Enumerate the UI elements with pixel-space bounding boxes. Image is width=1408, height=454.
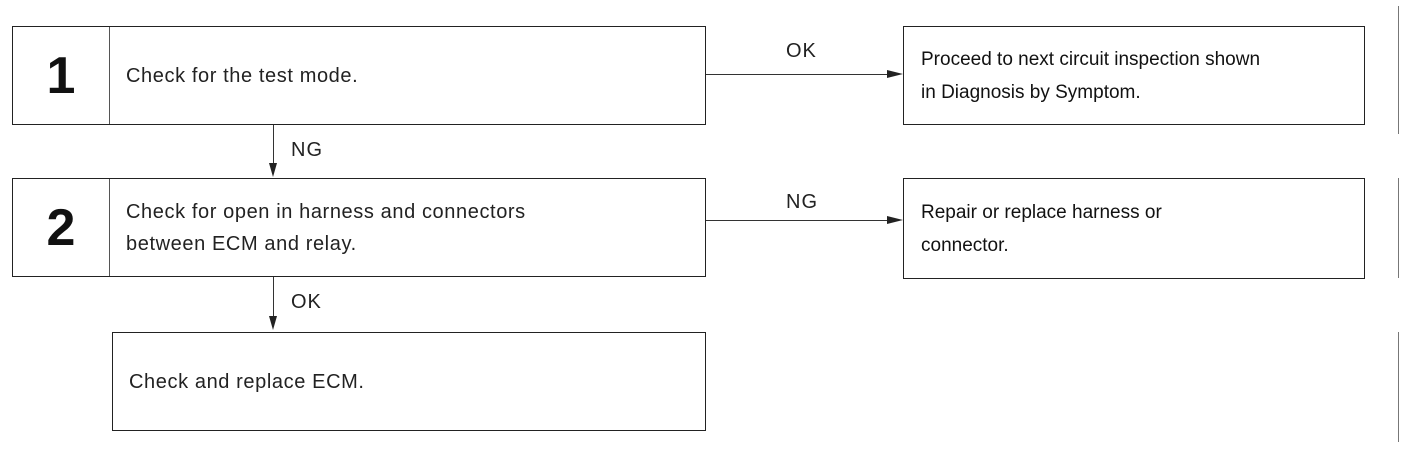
step-1-ok-arrowhead	[887, 70, 903, 78]
step-1-ok-label: OK	[786, 40, 817, 62]
step-1-ng-connector	[273, 125, 275, 165]
step-2-ok-arrowhead	[269, 316, 277, 330]
right-margin-mark-top	[1398, 6, 1400, 134]
step-2-ng-result-text: Repair or replace harness or connector.	[921, 196, 1162, 262]
step-1-ok-result-line-2: in Diagnosis by Symptom.	[921, 81, 1141, 103]
right-margin-mark-middle	[1398, 178, 1400, 278]
step-1-text: Check for the test mode.	[110, 27, 705, 124]
step-2-ok-label: OK	[291, 291, 322, 313]
step-1-ok-result-text: Proceed to next circuit inspection shown…	[921, 43, 1260, 109]
step-1-box: 1 Check for the test mode.	[12, 26, 706, 125]
step-2-text: Check for open in harness and connectors…	[110, 179, 705, 276]
step-1-ng-arrowhead	[269, 163, 277, 177]
final-step-text: Check and replace ECM.	[129, 370, 365, 393]
step-1-ok-connector	[706, 74, 892, 76]
step-2-ng-label: NG	[786, 191, 818, 213]
step-1-ok-result-box: Proceed to next circuit inspection shown…	[903, 26, 1365, 125]
step-2-ng-result-line-2: connector.	[921, 234, 1009, 256]
step-2-ng-arrowhead	[887, 216, 903, 224]
step-2-ng-connector	[706, 220, 892, 222]
final-step-box: Check and replace ECM.	[112, 332, 706, 431]
step-2-ng-result-line-1: Repair or replace harness or	[921, 201, 1162, 223]
step-1-ng-label: NG	[291, 139, 323, 161]
step-2-text-line-1: Check for open in harness and connectors	[126, 200, 526, 223]
step-1-ok-result-line-1: Proceed to next circuit inspection shown	[921, 48, 1261, 70]
step-2-text-line-2: between ECM and relay.	[126, 232, 357, 255]
step-2-ng-result-box: Repair or replace harness or connector.	[903, 178, 1365, 279]
step-2-number: 2	[13, 179, 110, 276]
step-1-number: 1	[13, 27, 110, 124]
right-margin-mark-bottom	[1398, 332, 1400, 442]
step-2-ok-connector	[273, 277, 275, 318]
step-1-text-label: Check for the test mode.	[126, 64, 359, 87]
step-2-box: 2 Check for open in harness and connecto…	[12, 178, 706, 277]
